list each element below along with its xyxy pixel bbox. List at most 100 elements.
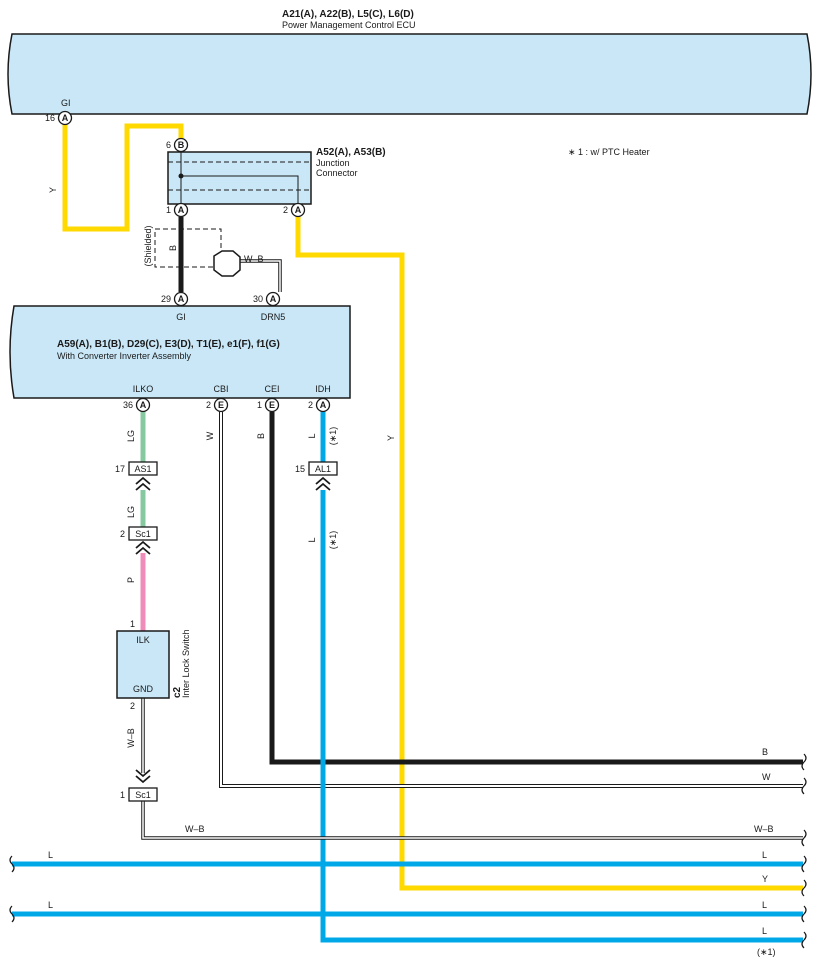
wire-labels: Y Y LG LG P W B L (∗1) L (∗1) W–B xyxy=(48,187,396,748)
svg-text:6: 6 xyxy=(166,140,171,150)
wire-yellow-gi xyxy=(62,123,184,232)
svg-text:30: 30 xyxy=(253,294,263,304)
svg-text:E: E xyxy=(218,400,224,410)
svg-text:1: 1 xyxy=(257,400,262,410)
junction-connector-box xyxy=(167,151,312,205)
svg-text:2: 2 xyxy=(283,205,288,215)
wire-label-lg-2: LG xyxy=(126,506,136,518)
wire-label-l-idh-note: (∗1) xyxy=(328,427,338,446)
svg-text:AS1: AS1 xyxy=(134,464,151,474)
drain-wire-color: W–B xyxy=(244,254,264,264)
switch-name: Inter Lock Switch xyxy=(181,629,191,698)
ecu-pin-gi-label: GI xyxy=(61,98,71,108)
svg-text:A: A xyxy=(62,113,69,123)
wire-white-w-inner xyxy=(220,412,803,787)
svg-text:2: 2 xyxy=(120,529,125,539)
connector-sc1-top: Sc1 2 xyxy=(120,526,158,555)
bus-break-marks xyxy=(9,753,807,949)
terminal-inverter-cbi xyxy=(213,397,229,413)
wire-label-l-al1: L xyxy=(307,537,317,542)
svg-text:1: 1 xyxy=(120,790,125,800)
wires xyxy=(12,123,803,943)
terminal-inverter-29 xyxy=(173,291,189,307)
terminal-junction-2 xyxy=(290,202,306,218)
wire-yellow-junction-out xyxy=(295,217,803,891)
inverter-box xyxy=(9,305,351,399)
switch-pin-ilk: ILK xyxy=(136,635,150,645)
bus-label-y: Y xyxy=(762,874,768,884)
terminal-inverter-cei xyxy=(264,397,280,413)
ecu-subtitle: Power Management Control ECU xyxy=(282,20,416,30)
bus-label-l3-right: L xyxy=(762,926,767,936)
wire-blue-al1 xyxy=(320,490,803,943)
inverter-pin-cei: CEI xyxy=(264,384,279,394)
wire-wb-bus-outer xyxy=(141,801,803,840)
svg-text:2: 2 xyxy=(308,400,313,410)
junction-line1: Junction xyxy=(316,158,350,168)
connector-as1: AS1 17 xyxy=(115,461,158,491)
wire-label-y-left: Y xyxy=(48,187,58,193)
wire-black-b-cei xyxy=(269,412,803,765)
bus-label-l1-right: L xyxy=(762,850,767,860)
bus-label-l1-left: L xyxy=(48,850,53,860)
wire-label-y-right: Y xyxy=(386,435,396,441)
svg-text:Sc1: Sc1 xyxy=(135,529,151,539)
svg-text:1: 1 xyxy=(166,205,171,215)
shield-wire-color: B xyxy=(168,245,178,251)
svg-text:A: A xyxy=(178,205,185,215)
wire-label-wb-switch: W–B xyxy=(126,728,136,748)
svg-text:AL1: AL1 xyxy=(315,464,331,474)
svg-text:15: 15 xyxy=(295,464,305,474)
junction-line2: Connector xyxy=(316,168,358,178)
bus-label-b: B xyxy=(762,747,768,757)
inverter-subtitle: With Converter Inverter Assembly xyxy=(57,351,192,361)
inverter-title: A59(A), B1(B), D29(C), E3(D), T1(E), e1(… xyxy=(57,339,280,350)
switch-code: c2 xyxy=(172,686,183,698)
bus-labels: B W W–B W–B L L Y L L L (∗1) xyxy=(48,747,776,957)
wire-label-l-al1-note: (∗1) xyxy=(328,531,338,550)
svg-text:2: 2 xyxy=(206,400,211,410)
interlock-switch-box xyxy=(116,630,170,699)
inverter-pin-gi: GI xyxy=(176,312,186,322)
terminal-inverter-36 xyxy=(135,397,151,413)
junction-splice-dot xyxy=(178,173,184,179)
svg-text:E: E xyxy=(269,400,275,410)
bus-label-w: W xyxy=(762,772,771,782)
wire-label-p: P xyxy=(126,577,136,583)
junction-title: A52(A), A53(B) xyxy=(316,147,386,158)
wire-label-w: W xyxy=(205,431,215,440)
svg-text:16: 16 xyxy=(45,113,55,123)
bus-label-l3-note: (∗1) xyxy=(757,947,776,957)
shield-ground-symbol xyxy=(213,250,241,277)
svg-text:Sc1: Sc1 xyxy=(135,790,151,800)
terminals: A 16 B 6 A 1 A 2 A 29 A 30 A 36 E 2 E 1 xyxy=(45,110,331,413)
svg-text:A: A xyxy=(178,294,185,304)
connector-sc1-bottom: Sc1 1 xyxy=(120,769,158,802)
svg-text:36: 36 xyxy=(123,400,133,410)
inverter-pin-ilko: ILKO xyxy=(133,384,154,394)
wire-label-lg-1: LG xyxy=(126,430,136,442)
svg-text:A: A xyxy=(140,400,147,410)
ecu-title: A21(A), A22(B), L5(C), L6(D) xyxy=(282,9,414,20)
terminal-inverter-idh xyxy=(315,397,331,413)
terminal-junction-1 xyxy=(173,202,189,218)
svg-text:A: A xyxy=(270,294,277,304)
terminal-inverter-30 xyxy=(265,291,281,307)
wire-label-b: B xyxy=(256,433,266,439)
svg-text:A: A xyxy=(320,400,327,410)
connector-al1: AL1 15 xyxy=(295,461,338,491)
shield-label: (Shielded) xyxy=(143,225,153,266)
switch-pin-gnd: GND xyxy=(133,684,154,694)
svg-text:A: A xyxy=(295,205,302,215)
bus-label-l2-right: L xyxy=(762,900,767,910)
terminal-ecu-16 xyxy=(57,110,73,126)
ecu-box xyxy=(7,33,812,115)
switch-pin-1: 1 xyxy=(130,619,135,629)
inverter-pin-cbi: CBI xyxy=(213,384,228,394)
wire-label-l-idh: L xyxy=(307,433,317,438)
wire-wb-bus-inner xyxy=(142,801,803,839)
bus-label-wb-right: W–B xyxy=(754,824,774,834)
bus-label-wb-left: W–B xyxy=(185,824,205,834)
svg-text:B: B xyxy=(178,140,185,150)
